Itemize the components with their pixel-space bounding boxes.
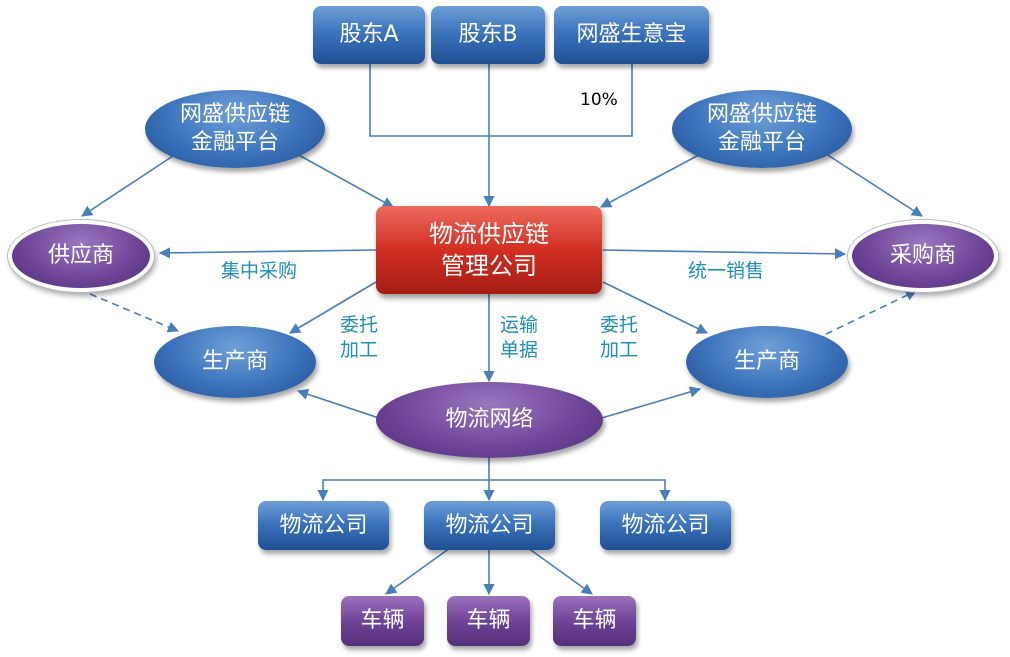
- connector-shareholder-a: [369, 64, 489, 137]
- connector-finance-left-to-center: [285, 147, 394, 208]
- connector-company-to-vehicle-left: [385, 547, 451, 595]
- finance-platform-right-line1: 网盛供应链: [706, 102, 817, 127]
- transport-docs-label: 运输 单据: [500, 313, 538, 363]
- supplier-label: 供应商: [47, 243, 114, 268]
- shareholder-a-label: 股东A: [339, 22, 399, 47]
- connector-producer-to-buyer-dashed: [825, 290, 918, 335]
- vehicle-middle-label: 车辆: [466, 608, 511, 633]
- logistics-network-label: 物流网络: [445, 407, 534, 432]
- entrust-processing-right-label: 委托 加工: [600, 313, 638, 363]
- center-company-line2: 管理公司: [441, 252, 537, 280]
- connector-center-to-producer-right: [602, 281, 709, 334]
- buyer-label: 采购商: [889, 243, 956, 268]
- finance-platform-left-line2: 金融平台: [190, 130, 279, 155]
- shareholder-b-label: 股东B: [458, 22, 518, 47]
- supplier-node: 供应商: [8, 220, 154, 292]
- connector-supplier-to-producer-dashed: [89, 293, 180, 333]
- shareholder-b-node: 股东B: [431, 6, 545, 64]
- stake-percentage-label: 10%: [580, 90, 618, 110]
- center-company-line1: 物流供应链: [429, 220, 549, 248]
- vehicle-middle-node: 车辆: [447, 596, 530, 646]
- connector-wangsheng: [489, 64, 633, 137]
- finance-platform-right-node: 网盛供应链 金融平台: [672, 90, 852, 168]
- logistics-company-left-node: 物流公司: [258, 501, 389, 550]
- entrust-processing-right-line2: 加工: [600, 339, 639, 361]
- connector-finance-left-to-supplier: [81, 149, 183, 217]
- producer-right-label: 生产商: [733, 349, 800, 374]
- vehicle-left-label: 车辆: [360, 608, 405, 633]
- central-purchase-label: 集中采购: [221, 260, 298, 282]
- finance-platform-left-line1: 网盛供应链: [179, 102, 290, 127]
- shareholder-a-node: 股东A: [313, 6, 425, 64]
- producer-right-node: 生产商: [686, 326, 848, 398]
- entrust-processing-left-line1: 委托: [340, 314, 379, 336]
- producer-left-label: 生产商: [201, 349, 268, 374]
- finance-platform-right-line2: 金融平台: [717, 130, 806, 155]
- wangsheng-node: 网盛生意宝: [554, 6, 709, 64]
- logistics-company-right-label: 物流公司: [621, 512, 710, 538]
- connector-finance-right-to-buyer: [819, 149, 923, 217]
- vehicle-right-node: 车辆: [553, 596, 636, 646]
- entrust-processing-left-line2: 加工: [340, 339, 379, 361]
- logistics-company-left-label: 物流公司: [279, 512, 368, 538]
- logistics-network-node: 物流网络: [376, 382, 603, 458]
- connector-center-to-buyer: [602, 248, 847, 260]
- logistics-company-right-node: 物流公司: [600, 501, 731, 550]
- logistics-company-middle-node: 物流公司: [424, 501, 555, 550]
- logistics-company-middle-label: 物流公司: [445, 512, 534, 538]
- connector-company-right: [489, 479, 671, 502]
- unified-sales-label: 统一销售: [688, 260, 765, 282]
- finance-platform-left-node: 网盛供应链 金融平台: [145, 90, 325, 168]
- vehicle-right-label: 车辆: [572, 608, 617, 633]
- connector-network-to-producer-right: [594, 386, 702, 421]
- connector-network-to-producer-left: [296, 388, 386, 421]
- wangsheng-label: 网盛生意宝: [576, 22, 687, 47]
- connector-company-left: [317, 479, 489, 502]
- producer-left-node: 生产商: [154, 326, 316, 398]
- connector-company-to-vehicle-right: [527, 547, 593, 595]
- buyer-node: 采购商: [848, 220, 998, 292]
- transport-docs-line1: 运输: [500, 314, 539, 336]
- vehicle-left-node: 车辆: [341, 596, 424, 646]
- entrust-processing-right-line1: 委托: [600, 314, 639, 336]
- connector-finance-right-to-center: [600, 147, 713, 208]
- center-company-node: 物流供应链 管理公司: [376, 206, 602, 294]
- transport-docs-line2: 单据: [500, 339, 539, 361]
- connector-center-to-supplier: [158, 247, 377, 259]
- connector-center-to-producer-left: [289, 281, 377, 334]
- entrust-processing-left-label: 委托 加工: [340, 313, 378, 363]
